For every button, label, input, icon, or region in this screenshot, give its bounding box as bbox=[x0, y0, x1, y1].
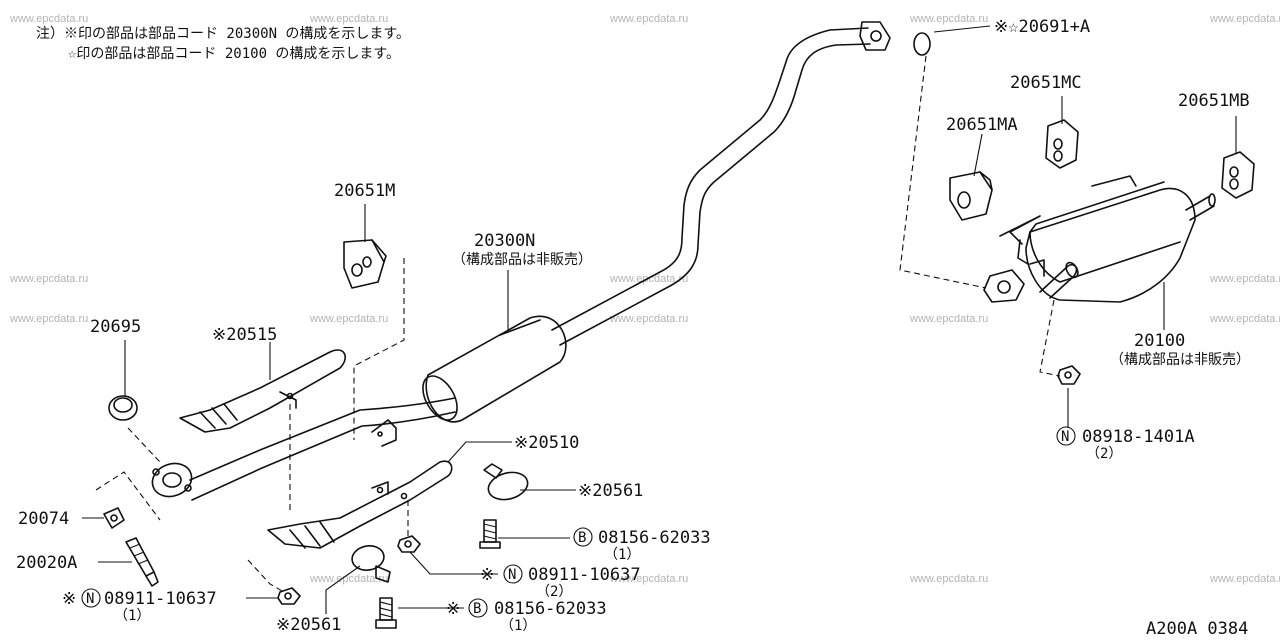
b-mark: B bbox=[578, 530, 586, 546]
watermark: www.epcdata.ru bbox=[9, 313, 88, 325]
plug-20074[interactable] bbox=[103, 507, 125, 529]
watermark: www.epcdata.ru bbox=[609, 313, 688, 325]
clamp-20561-lower[interactable] bbox=[350, 543, 391, 583]
label-08156-lower: 08156-62033 bbox=[494, 599, 607, 619]
n-mark: N bbox=[86, 591, 94, 607]
label-08156-lower-mark: ※ bbox=[446, 599, 460, 619]
watermark: www.epcdata.ru bbox=[609, 13, 688, 25]
watermark: www.epcdata.ru bbox=[9, 273, 88, 285]
label-20300n-sub: （構成部品は非販売） bbox=[452, 252, 592, 268]
clamp-20561-upper[interactable] bbox=[483, 463, 531, 504]
label-08911-left-qty: （1） bbox=[114, 608, 150, 624]
assembly-lines bbox=[95, 55, 1061, 593]
label-08918: 08918-1401A bbox=[1082, 427, 1195, 447]
label-20100: 20100 bbox=[1134, 331, 1185, 351]
center-pipe-20300n[interactable] bbox=[189, 21, 891, 501]
label-20651mb: 20651MB bbox=[1178, 91, 1250, 111]
label-20100-sub: （構成部品は非販売） bbox=[1110, 352, 1250, 368]
label-20561-upper: ※20561 bbox=[578, 481, 643, 501]
bolt-08156-lower[interactable] bbox=[375, 597, 397, 629]
gasket-ring-20695[interactable] bbox=[108, 395, 138, 421]
watermark-layer: www.epcdata.ru www.epcdata.ru www.epcdat… bbox=[9, 13, 1280, 585]
label-20651ma: 20651MA bbox=[946, 115, 1018, 135]
label-20691a: ※☆20691+A bbox=[994, 17, 1090, 37]
label-20300n: 20300N bbox=[474, 231, 535, 251]
mount-rubber-20651ma[interactable] bbox=[949, 171, 993, 221]
label-08918-qty: （2） bbox=[1086, 446, 1122, 462]
watermark: www.epcdata.ru bbox=[909, 13, 988, 25]
n-circle-icon bbox=[503, 564, 523, 584]
label-08156-lower-qty: （1） bbox=[500, 618, 536, 634]
watermark: www.epcdata.ru bbox=[909, 573, 988, 585]
label-08911-center-mark: ※ bbox=[480, 565, 494, 585]
label-20020a: 20020A bbox=[16, 553, 77, 573]
n-circle-icon bbox=[81, 588, 101, 608]
label-20651mc: 20651MC bbox=[1010, 73, 1082, 93]
watermark: www.epcdata.ru bbox=[909, 313, 988, 325]
front-flange[interactable] bbox=[148, 458, 197, 502]
watermark: www.epcdata.ru bbox=[1209, 313, 1280, 325]
nut-08911-center[interactable] bbox=[397, 535, 421, 553]
b-circle-icon bbox=[468, 598, 488, 618]
n-circle-icon bbox=[1056, 426, 1076, 446]
heat-shield-20510[interactable] bbox=[267, 460, 453, 549]
label-08911-center-qty: （2） bbox=[536, 584, 572, 600]
label-08156-upper: 08156-62033 bbox=[598, 528, 711, 548]
part-labels: ※☆20691+A 20651MC 20651MB 20651MA 20651M… bbox=[16, 17, 1250, 639]
label-08911-left-mark: ※ bbox=[62, 589, 76, 609]
note-line-1: 注）※印の部品は部品コード 20300N の構成を示します。 bbox=[36, 26, 410, 42]
watermark: www.epcdata.ru bbox=[609, 573, 688, 585]
mount-rubber-20651mb[interactable] bbox=[1221, 151, 1255, 199]
b-mark: B bbox=[473, 601, 481, 617]
watermark: www.epcdata.ru bbox=[1209, 273, 1280, 285]
watermark: www.epcdata.ru bbox=[309, 573, 388, 585]
heat-shield-20515[interactable] bbox=[179, 349, 346, 433]
bolt-08156-upper[interactable] bbox=[479, 519, 501, 549]
main-muffler-20100[interactable] bbox=[983, 175, 1216, 303]
watermark: www.epcdata.ru bbox=[309, 313, 388, 325]
watermark: www.epcdata.ru bbox=[1209, 573, 1280, 585]
label-20510: ※20510 bbox=[514, 433, 579, 453]
sensor-20020a[interactable] bbox=[125, 537, 159, 587]
note-line-2: ☆印の部品は部品コード 20100 の構成を示します。 bbox=[68, 46, 400, 62]
gasket-20691a[interactable] bbox=[913, 32, 931, 56]
mount-rubber-20651m[interactable] bbox=[343, 239, 387, 289]
watermark: www.epcdata.ru bbox=[9, 13, 88, 25]
label-08156-upper-qty: （1） bbox=[604, 547, 640, 563]
label-08911-center: 08911-10637 bbox=[528, 565, 641, 585]
watermark: www.epcdata.ru bbox=[309, 13, 388, 25]
nut-08918[interactable] bbox=[1057, 365, 1081, 385]
label-20695: 20695 bbox=[90, 317, 141, 337]
label-20561-lower: ※20561 bbox=[276, 615, 341, 635]
label-20515: ※20515 bbox=[212, 325, 277, 345]
watermark: www.epcdata.ru bbox=[1209, 13, 1280, 25]
label-20074: 20074 bbox=[18, 509, 69, 529]
label-08911-left: 08911-10637 bbox=[104, 589, 217, 609]
diagram-code: A200A 0384 bbox=[1146, 619, 1248, 639]
n-mark: N bbox=[1061, 429, 1069, 445]
n-mark: N bbox=[508, 567, 516, 583]
b-circle-icon bbox=[573, 527, 593, 547]
mount-rubber-20651mc[interactable] bbox=[1045, 119, 1079, 169]
leader-lines bbox=[82, 25, 1237, 614]
label-20651m: 20651M bbox=[334, 181, 395, 201]
